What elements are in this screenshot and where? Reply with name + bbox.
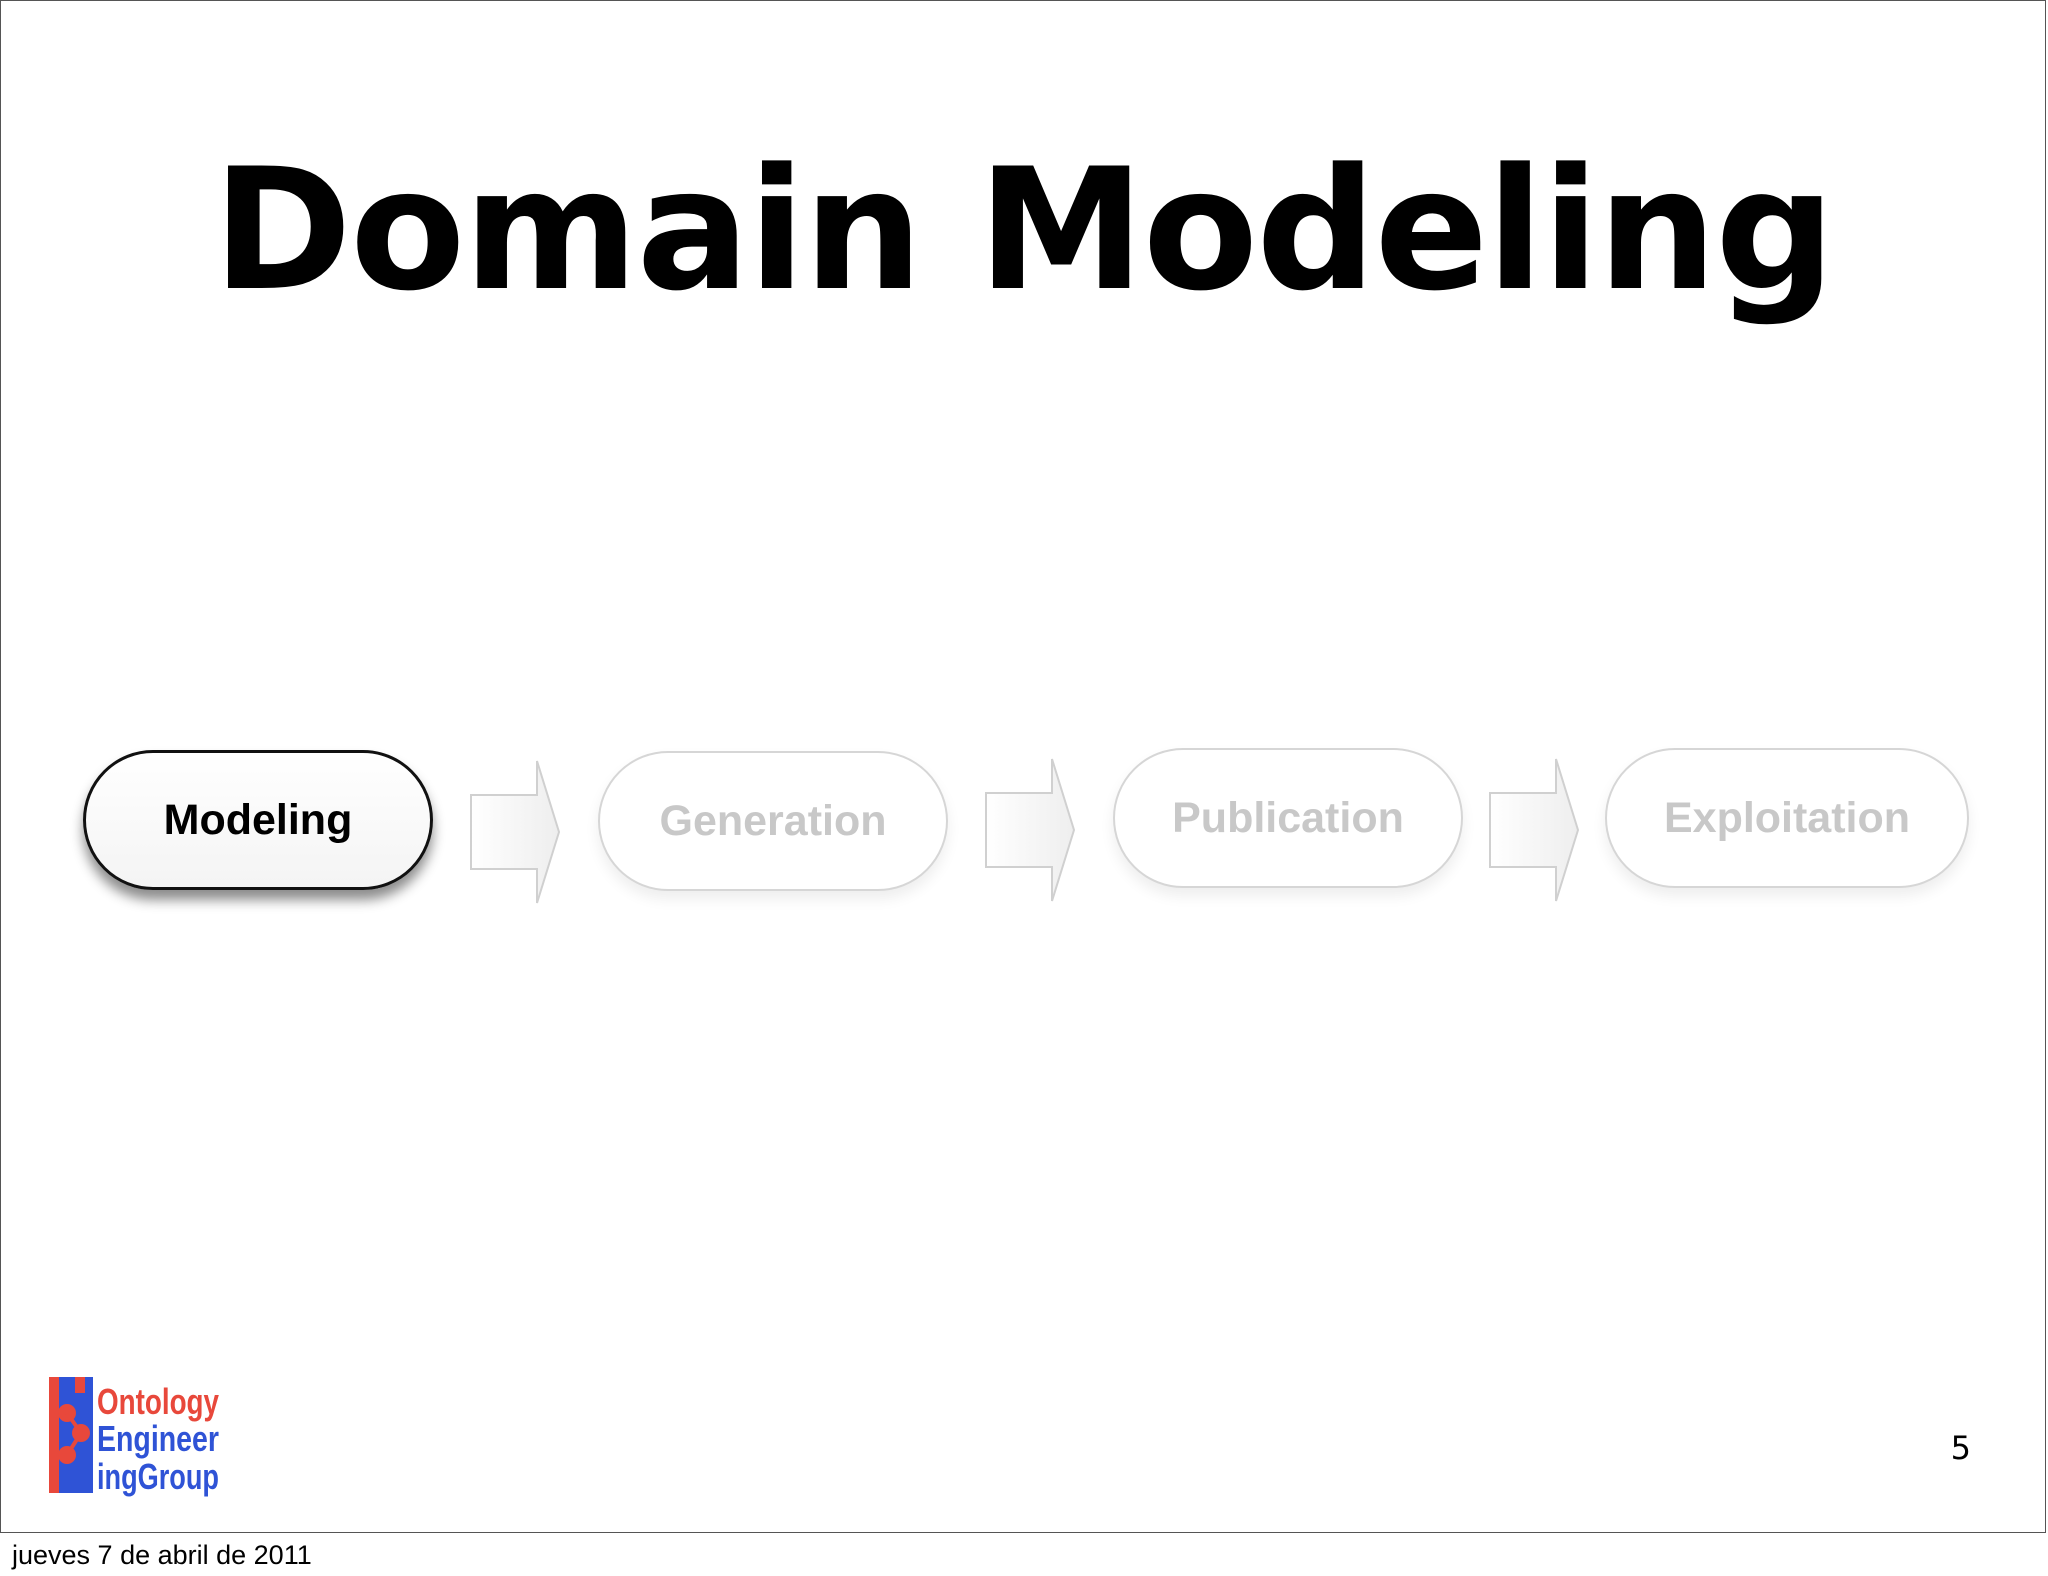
right-arrow-icon (470, 760, 561, 904)
step-modeling: Modeling (83, 750, 433, 890)
step-exploitation: Exploitation (1605, 748, 1969, 888)
footer-date: jueves 7 de abril de 2011 (12, 1540, 312, 1570)
svg-text:Ontology: Ontology (97, 1381, 219, 1422)
page-number: 5 (1950, 1429, 1971, 1467)
svg-text:Engineer: Engineer (97, 1418, 219, 1459)
step-publication: Publication (1113, 748, 1463, 888)
right-arrow-icon (985, 758, 1076, 902)
slide: Domain Modeling Modeling Generation Pu (0, 0, 2046, 1533)
svg-text:ingGroup: ingGroup (97, 1456, 219, 1497)
right-arrow-icon (1489, 758, 1580, 902)
slide-title: Domain Modeling (212, 132, 1836, 328)
step-generation: Generation (598, 751, 948, 891)
ontology-engineering-group-logo: Ontology Engineer ingGroup (49, 1377, 219, 1497)
